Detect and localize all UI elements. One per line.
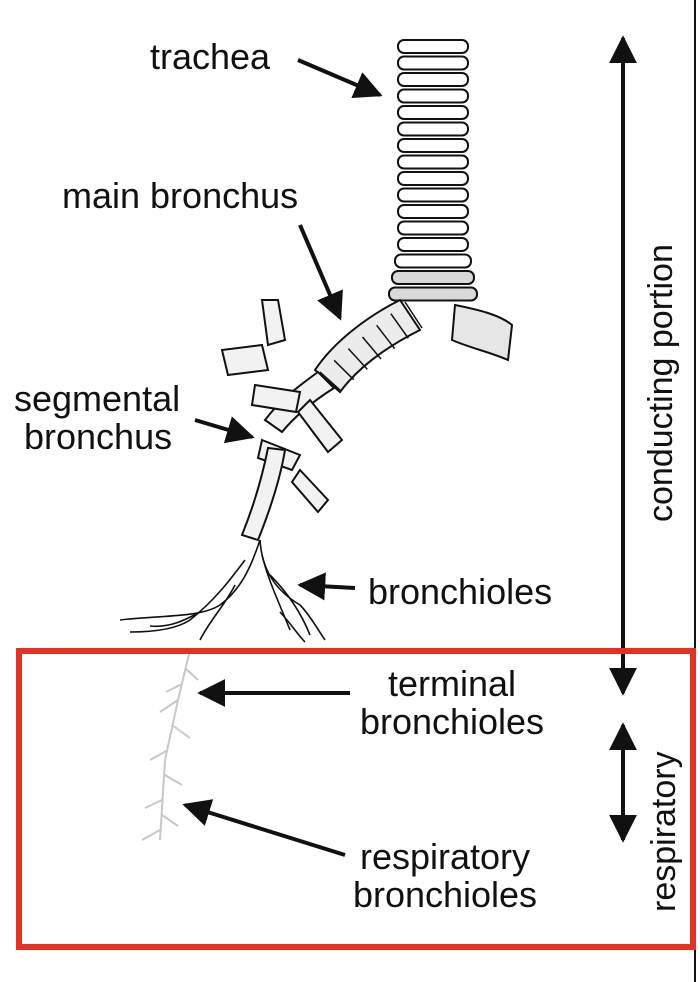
bronchus-ring-line — [376, 324, 396, 350]
respiratory-bronchioles-label-line2: bronchioles — [352, 873, 538, 915]
bronchus-ring-line — [361, 336, 382, 360]
bronchiole-branch — [279, 611, 306, 643]
main-bronchus-left — [313, 298, 423, 394]
segmental-bronchus-tree — [220, 299, 344, 542]
bronchus-ring-line — [404, 301, 423, 329]
trachea-ring — [388, 286, 478, 302]
faded-bronchiole-branch — [159, 649, 191, 841]
main-bronchus-right — [450, 303, 514, 362]
bronchiole-branch — [269, 574, 311, 636]
respiratory-bronchioles-label-line1: respiratory — [359, 836, 531, 877]
trachea-ring — [397, 138, 469, 153]
faded-bronchiole-branch — [149, 749, 169, 761]
bronchiole-branch — [149, 611, 201, 628]
faded-bronchiole-branch — [144, 799, 163, 809]
faded-bronchiole-branch — [164, 774, 183, 786]
trachea-ring — [397, 72, 469, 87]
trachea-ring — [391, 270, 475, 285]
terminal-bronchioles-label-line1: terminal — [387, 663, 517, 704]
trachea-ring — [397, 105, 469, 120]
terminal-bronchioles-label-line2: bronchioles — [359, 700, 545, 742]
bronchioles-tree — [119, 539, 326, 643]
main-bronchus-label: main bronchus — [62, 175, 299, 216]
respiratory-bronchioles-label: respiratory bronchioles — [336, 838, 554, 914]
segmental-bronchus-label-line1: segmental — [14, 378, 181, 419]
faded-bronchiole-branch — [161, 814, 179, 827]
main-bronchus-arrow — [298, 224, 343, 321]
faded-bronchiole-branch — [165, 683, 183, 693]
bronchus-ring-line — [347, 348, 368, 370]
respiratory-label: respiratory — [645, 751, 683, 912]
faded-bronchiole-branch — [141, 829, 161, 841]
trachea-ring — [397, 154, 469, 170]
trachea-ring — [397, 237, 469, 252]
bronchiole-branch — [259, 539, 326, 641]
bronchiole-branch — [199, 584, 236, 641]
bronchiole-branch — [129, 559, 246, 633]
terminal-respiratory-bronchioles-faded — [141, 649, 199, 841]
trachea-label: trachea — [150, 36, 271, 77]
segmental-bronchus-label-line2: bronchus — [24, 415, 173, 457]
bronchioles-arrow — [297, 572, 356, 601]
segmental-bronchus-label: segmental bronchus — [14, 380, 180, 456]
bronchus-ring-line — [333, 359, 355, 381]
trachea-ring — [397, 204, 469, 219]
bronchiole-branch — [261, 554, 291, 631]
trachea-ring — [397, 187, 469, 203]
bronchiole-branch — [119, 539, 261, 621]
trachea-ring — [397, 171, 469, 186]
bronchus-ring-line — [319, 371, 341, 391]
respiratory-zone-highlight-box — [16, 648, 696, 950]
trachea-tube — [388, 39, 478, 302]
faded-bronchiole-branch — [184, 667, 199, 681]
faded-bronchiole-branch — [159, 699, 179, 713]
trachea-ring — [397, 55, 469, 71]
respiratory-bronchioles-arrow — [182, 799, 346, 857]
trachea-arrow — [297, 58, 383, 98]
bronchus-ring-line — [390, 313, 409, 339]
conducting-portion-label: conducting portion — [642, 244, 680, 522]
terminal-bronchioles-label: terminal bronchioles — [343, 665, 561, 741]
segmental-bronchus-arrow — [194, 416, 255, 444]
bronchioles-label: bronchioles — [368, 571, 553, 612]
faded-bronchiole-branch — [171, 724, 191, 739]
trachea-ring — [394, 253, 472, 269]
trachea-ring — [397, 121, 469, 137]
trachea-ring — [397, 220, 469, 236]
trachea-ring — [397, 88, 469, 104]
trachea-ring — [397, 39, 469, 54]
